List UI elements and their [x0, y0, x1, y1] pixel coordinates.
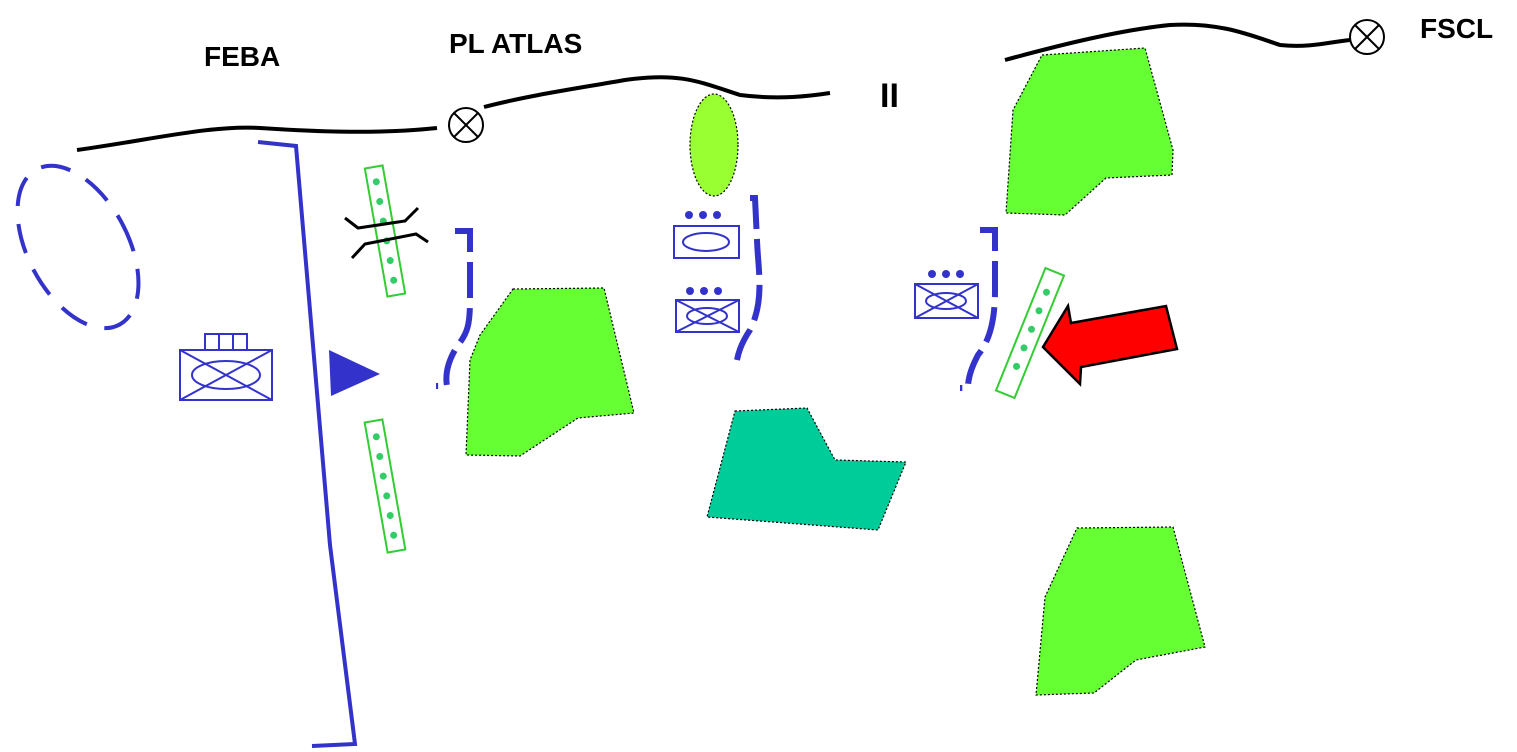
unit-mech-platoon-1 [675, 287, 740, 333]
minefield-right [994, 266, 1066, 400]
battle-position-left [436, 228, 473, 389]
unit-mech-platoon-2 [914, 270, 979, 319]
label-feba: FEBA [204, 41, 280, 72]
water-area [706, 407, 907, 531]
minefield-top-left [363, 164, 407, 298]
pl-atlas-line [483, 75, 831, 109]
terrain-layer [465, 47, 1206, 696]
assembly-area [15, 163, 141, 331]
attack-arrow-icon [1041, 302, 1179, 387]
label-fscl: FSCL [1420, 13, 1493, 44]
control-lines [76, 19, 1385, 152]
woods-area-center-left [465, 287, 635, 457]
minefield-bottom-left [363, 418, 407, 554]
boundary-echelon-mark: II [880, 77, 899, 115]
label-pl-atlas: PL ATLAS [449, 28, 582, 59]
feba-line [76, 125, 438, 152]
unit-armor-platoon-1 [673, 211, 740, 259]
boundary-direction-triangle [329, 350, 380, 396]
woods-area-top-right [1005, 47, 1174, 216]
woods-area-bottom-right [1035, 526, 1206, 696]
woods-patch-small [689, 93, 739, 197]
river-crossing-icon [344, 206, 429, 260]
fscl-marker [1349, 19, 1385, 55]
battle-position-right [960, 227, 998, 391]
unit-armor-main [179, 333, 273, 401]
main-boundary [257, 140, 380, 748]
fscl-line [1004, 22, 1351, 62]
pl-marker-left [448, 107, 484, 143]
battle-position-center [734, 195, 763, 361]
